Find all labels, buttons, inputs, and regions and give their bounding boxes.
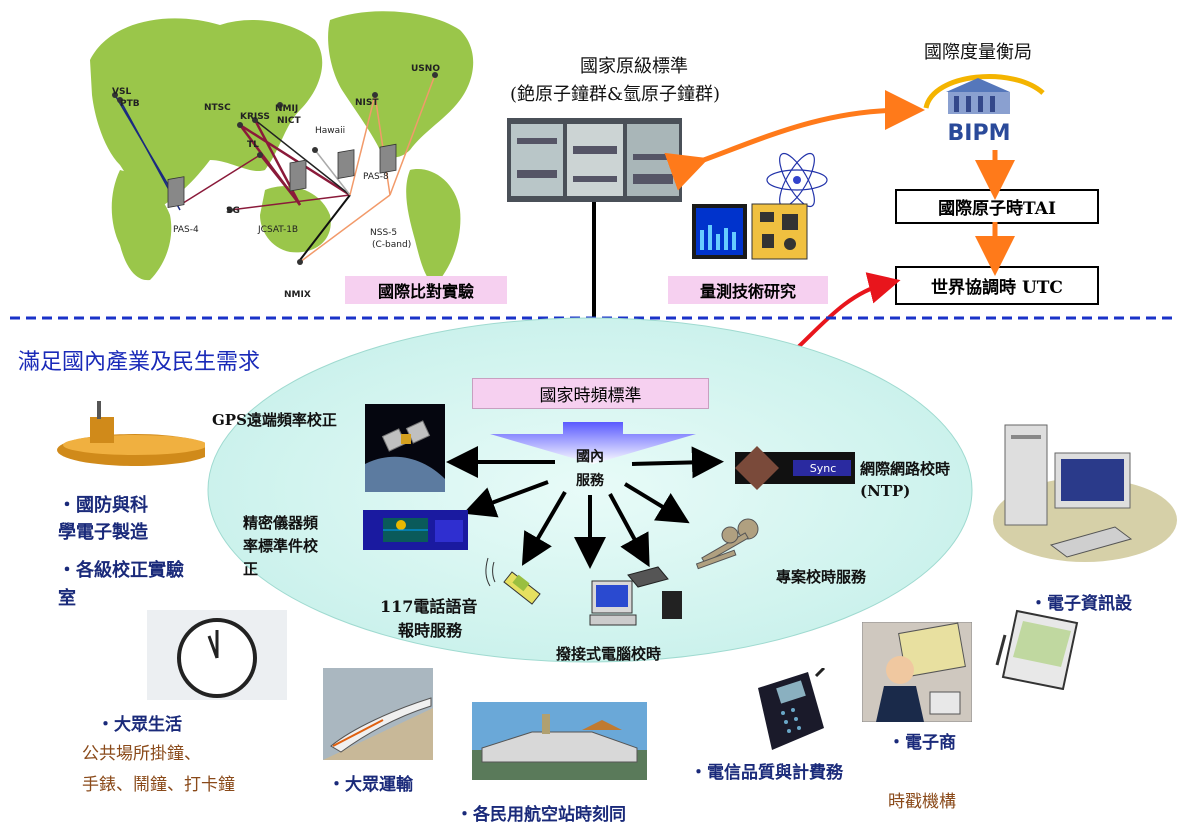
phone-icon: [485, 557, 541, 605]
aviation-label: ・各民用航空站時刻同: [456, 805, 626, 825]
bipm-title: 國際度量衡局: [924, 42, 1032, 63]
satellite-label: NSS-5: [370, 228, 398, 238]
telecom-label: ・電信品質與計費務: [690, 763, 843, 783]
satellite-label: (C-band): [372, 240, 412, 250]
pda-icon: [995, 609, 1079, 690]
bipm-logo: BIPM: [923, 74, 1045, 146]
city-label: PTB: [120, 99, 140, 109]
precision-instrument-icon: [363, 510, 468, 550]
orange-arrow-bipm: [664, 90, 925, 191]
australia-shape: [260, 186, 331, 253]
airport-photo: [472, 702, 647, 780]
satellite-label: PAS-4: [173, 225, 199, 235]
mobile-phone-icon: [758, 668, 826, 750]
ecommerce-label: ・電子商: [888, 733, 956, 753]
clock-photo: [147, 610, 287, 700]
ntp-sync-icon: Sync: [735, 446, 855, 490]
ntp-label-line2: (NTP): [860, 482, 911, 500]
city-label: USNO: [411, 64, 440, 74]
train-photo: [323, 668, 433, 760]
phone-label-line1: 117電話語音: [380, 597, 478, 616]
defense-line2: 學電子製造: [58, 522, 148, 543]
public-clocks-line1: 公共場所掛鐘、: [82, 744, 201, 764]
satellite-label: JCSAT-1B: [258, 225, 299, 235]
gps-label: GPS遠端頻率校正: [212, 411, 337, 429]
city-label: NICT: [277, 116, 301, 126]
city-label: KRISS: [240, 112, 270, 122]
national-standard-title: 國家原級標準: [580, 56, 688, 77]
city-label: NMIX: [284, 290, 311, 300]
defense-line3: ・各級校正實驗: [58, 560, 184, 581]
defense-line1: ・國防與科: [58, 495, 148, 516]
dialup-label: 撥接式電腦校時: [556, 645, 662, 663]
precision-label-line3: 正: [243, 560, 259, 578]
precision-label-line2: 率標準件校: [243, 537, 319, 555]
south-america-shape: [406, 169, 461, 285]
satellite-label: PAS-8: [363, 172, 389, 182]
keys-icon: [695, 518, 759, 570]
info-devices-label: ・電子資訊設: [1030, 594, 1132, 614]
bipm-logo-text: BIPM: [948, 121, 1011, 146]
service-center-line2: 服務: [576, 473, 604, 489]
defense-line4: 室: [58, 588, 76, 609]
city-label: SG: [226, 206, 240, 216]
phone-label-line2: 報時服務: [398, 621, 463, 640]
measurement-instrument-icon: [692, 203, 808, 260]
dialup-computer-icon: [589, 566, 682, 626]
gps-satellite-photo: [365, 404, 445, 492]
ntp-sync-text: Sync: [810, 462, 837, 475]
precision-label-line1: 精密儀器頻: [243, 514, 319, 532]
eurasia-shape: [90, 18, 323, 210]
city-label: NMIJ: [275, 104, 299, 114]
national-time-freq-box: 國家時頻標準: [472, 378, 709, 409]
distribution-arrow: [490, 422, 696, 464]
public-life-label: ・大眾生活: [97, 715, 182, 735]
city-label: VSL: [112, 87, 132, 97]
service-center-line1: 國內: [576, 449, 604, 465]
domestic-heading: 滿足國內產業及民生需求: [18, 350, 261, 375]
city-label: Hawaii: [315, 126, 346, 136]
public-clocks-line2: 手錶、鬧鐘、打卡鐘: [82, 775, 235, 795]
computer-icon: [993, 424, 1177, 562]
intl-comparison-label: 國際比對實驗: [345, 276, 507, 304]
city-label: NIST: [355, 98, 379, 108]
world-map: [90, 11, 474, 285]
north-america-shape: [328, 11, 474, 158]
project-label: 專案校時服務: [776, 568, 867, 586]
ntp-label-line1: 網際網路校時: [860, 460, 951, 478]
timestamp-label: 時戳機構: [888, 792, 956, 812]
city-label: NTSC: [204, 103, 231, 113]
utc-box: 世界協調時 UTC: [895, 266, 1099, 305]
clock-racks-photo: [507, 118, 682, 202]
transport-label: ・大眾運輸: [328, 775, 413, 795]
city-label: TL: [247, 140, 259, 150]
submarine-icon: [57, 401, 205, 466]
africa-shape: [111, 170, 172, 281]
businessman-photo: [862, 622, 972, 722]
